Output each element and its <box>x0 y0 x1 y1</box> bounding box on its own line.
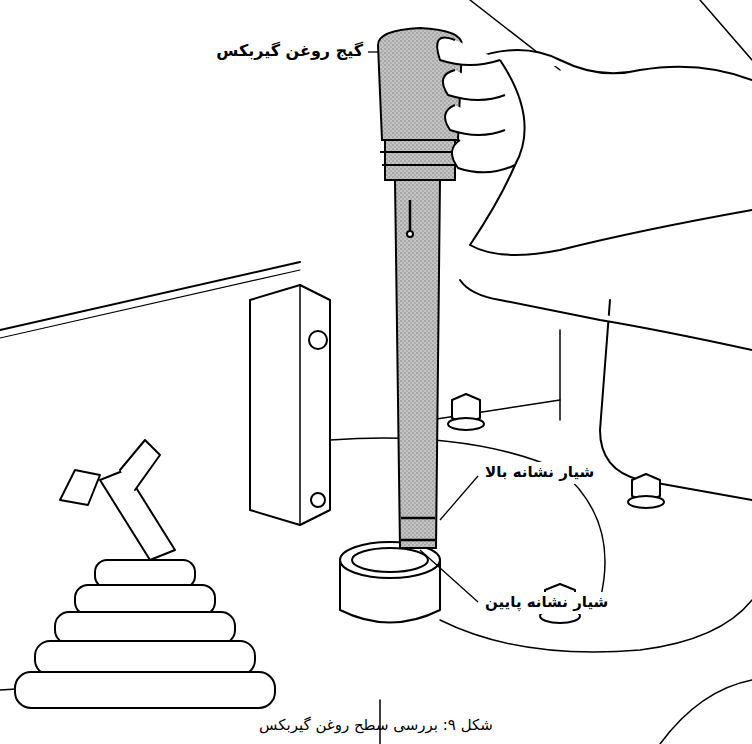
part-label: شیار نشانه بالا <box>482 462 597 484</box>
part-label: گیج روغن گیربکس <box>213 40 366 63</box>
part-label: شیار نشانه پایین <box>482 592 611 614</box>
figure-caption: شکل ۹: بررسی سطح روغن گیربکس <box>0 716 752 734</box>
